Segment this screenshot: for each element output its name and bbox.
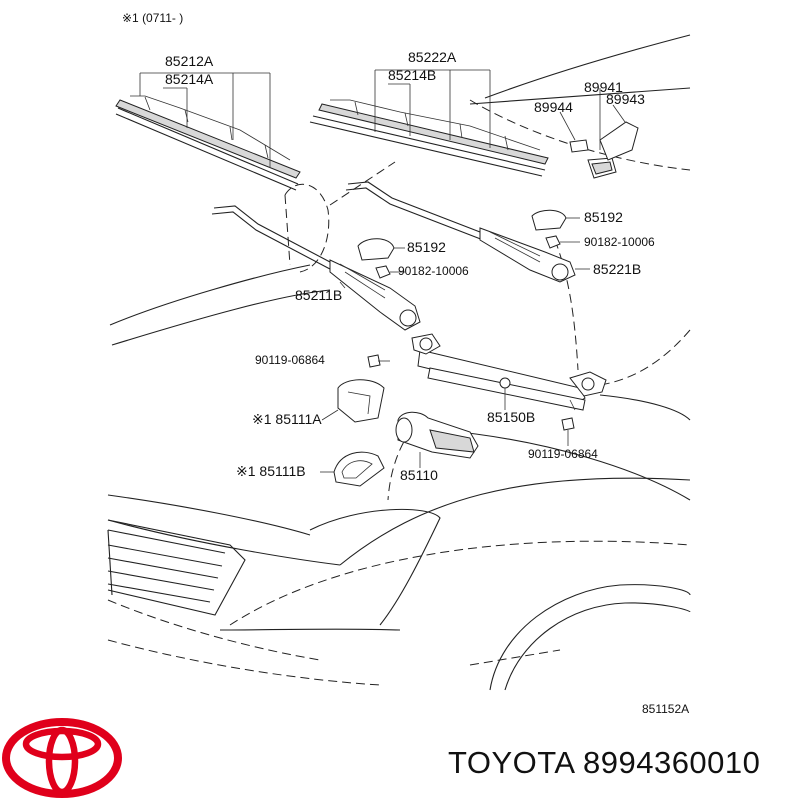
left-wiper-arm: [211, 205, 421, 331]
label-89941: 89941: [584, 79, 623, 95]
label-90182-right: 90182-10006: [584, 235, 655, 249]
sensor-parts: [559, 88, 639, 179]
label-85214A: 85214A: [165, 71, 214, 87]
note-header: ※1 (0711- ): [122, 11, 183, 25]
front-grille: [107, 519, 246, 616]
right-arm-cap-nut: [531, 209, 590, 270]
label-85111A: ※1 85111A: [252, 411, 322, 427]
screws: [367, 354, 575, 446]
label-85214B: 85214B: [388, 67, 436, 83]
label-85212A: 85212A: [165, 53, 214, 69]
motor-gasket: [320, 451, 385, 487]
label-90119-left: 90119-06864: [255, 353, 325, 367]
wiper-motor: [395, 411, 479, 468]
label-85221B: 85221B: [593, 261, 641, 277]
wiper-linkage: [411, 333, 607, 411]
label-90119-right: 90119-06864: [528, 447, 598, 461]
label-85211B: 85211B: [295, 287, 342, 303]
label-85110: 85110: [400, 467, 438, 483]
part-labels: ※1 (0711- ) 85212A 85214A 85222A 85214B …: [122, 11, 689, 716]
label-89943: 89943: [606, 91, 645, 107]
label-85150B: 85150B: [487, 409, 535, 425]
brand-caption: TOYOTA 8994360010: [448, 745, 761, 780]
left-wiper-blade: [115, 95, 301, 191]
motor-cover: [321, 379, 385, 423]
blade-leaders: [139, 69, 491, 168]
label-85192-left: 85192: [407, 239, 446, 255]
toyota-logo: [2, 718, 122, 798]
label-89944: 89944: [534, 99, 573, 115]
label-90182-left: 90182-10006: [398, 264, 469, 278]
left-arm-cap-nut: [339, 238, 405, 289]
right-wiper-blade: [309, 99, 549, 177]
label-85192-right: 85192: [584, 209, 623, 225]
right-wiper-arm: [345, 181, 576, 283]
car-body-outline: [107, 34, 691, 691]
label-85222A: 85222A: [408, 49, 457, 65]
label-85111B: ※1 85111B: [236, 463, 306, 479]
drawing-number: 851152A: [642, 702, 689, 716]
